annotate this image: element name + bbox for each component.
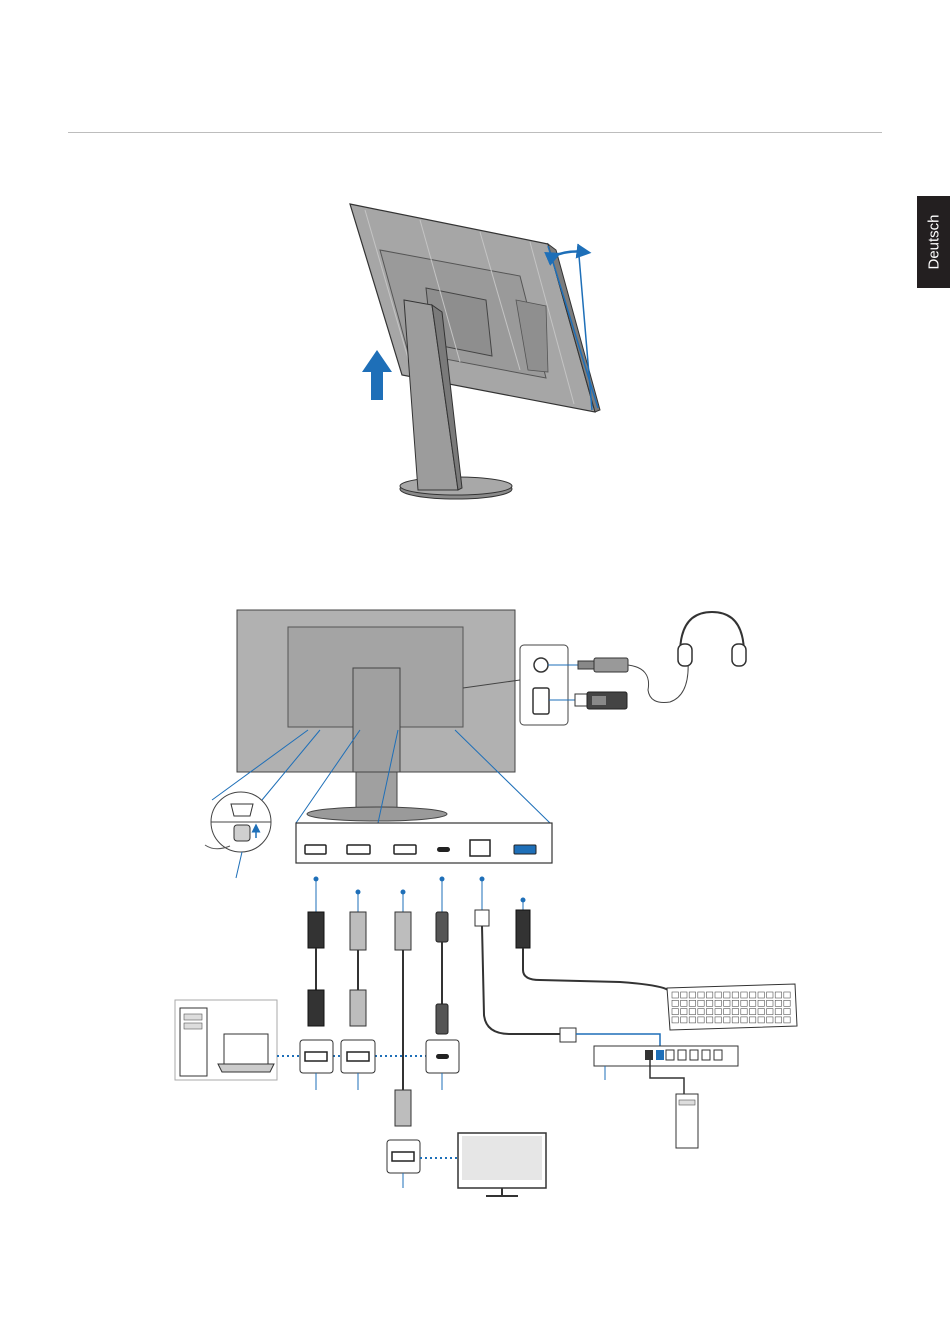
keyboard-key bbox=[715, 1017, 721, 1023]
network-pc-tower-icon bbox=[676, 1094, 698, 1148]
keyboard-key bbox=[767, 1017, 773, 1023]
keyboard-key bbox=[715, 1000, 721, 1006]
keyboard-key bbox=[689, 1017, 695, 1023]
source-devices-box bbox=[175, 1000, 277, 1080]
cable-leaders bbox=[314, 877, 525, 912]
cable-connection-figure bbox=[175, 610, 797, 1196]
keyboard-key bbox=[758, 992, 764, 998]
keyboard-key bbox=[689, 1000, 695, 1006]
hdmi-cable-icon bbox=[308, 912, 324, 1026]
usb-c-port-icon bbox=[437, 847, 450, 852]
keyboard-key bbox=[749, 1000, 755, 1006]
keyboard-key bbox=[715, 992, 721, 998]
keyboard-key bbox=[706, 992, 712, 998]
keyboard-key bbox=[689, 1009, 695, 1015]
keyboard-key bbox=[775, 1017, 781, 1023]
keyboard-key bbox=[689, 992, 695, 998]
keyboard-key bbox=[767, 992, 773, 998]
pc-tower-icon bbox=[180, 1008, 207, 1076]
laptop-icon bbox=[218, 1034, 274, 1072]
source-port-leaders bbox=[316, 1073, 442, 1090]
displayport-out-icon bbox=[394, 845, 416, 854]
keyboard-key bbox=[681, 1000, 687, 1006]
headphone-jack-icon bbox=[534, 658, 548, 672]
keyboard-key bbox=[706, 1009, 712, 1015]
keyboard-key bbox=[724, 1000, 730, 1006]
network-switch-icon bbox=[594, 1046, 738, 1066]
keyboard-key bbox=[706, 1017, 712, 1023]
keyboard-key bbox=[715, 1009, 721, 1015]
keyboard-key bbox=[672, 1000, 678, 1006]
usb-a-port-icon bbox=[514, 845, 536, 854]
headphones-icon bbox=[678, 612, 746, 666]
usb-c-cable-icon bbox=[436, 912, 448, 1034]
displayport-chain-cable-icon bbox=[395, 912, 411, 1126]
keyboard-key bbox=[741, 992, 747, 998]
keyboard-key bbox=[672, 1009, 678, 1015]
keyboard-key bbox=[749, 992, 755, 998]
keyboard-key bbox=[698, 992, 704, 998]
keyboard-key bbox=[741, 1009, 747, 1015]
keyboard-key bbox=[732, 1000, 738, 1006]
keyboard-key bbox=[724, 1009, 730, 1015]
keyboard-key bbox=[698, 1017, 704, 1023]
monitor-back-icon bbox=[237, 610, 515, 821]
lan-port-icon bbox=[470, 840, 490, 856]
keyboard-key bbox=[698, 1009, 704, 1015]
keyboard-key bbox=[784, 992, 790, 998]
usb-side-port-icon bbox=[533, 688, 549, 714]
displayport-in-icon bbox=[347, 845, 370, 854]
keyboard-key bbox=[732, 992, 738, 998]
keyboard-key bbox=[758, 1000, 764, 1006]
keyboard-key bbox=[732, 1017, 738, 1023]
keyboard-key bbox=[706, 1000, 712, 1006]
port-panel bbox=[296, 823, 552, 863]
keyboard-key bbox=[741, 1017, 747, 1023]
keyboard-key bbox=[758, 1017, 764, 1023]
lift-arrow-icon bbox=[362, 350, 392, 400]
keyboard-key bbox=[681, 1009, 687, 1015]
keyboard-key bbox=[698, 1000, 704, 1006]
keyboard-key bbox=[672, 1017, 678, 1023]
usb-a-cable-icon bbox=[516, 910, 668, 990]
usb-stick-icon bbox=[575, 692, 627, 709]
keyboard-key bbox=[784, 1009, 790, 1015]
keyboard-key bbox=[775, 992, 781, 998]
keyboard-key bbox=[681, 992, 687, 998]
keyboard-key bbox=[758, 1009, 764, 1015]
keyboard-key bbox=[775, 1000, 781, 1006]
keyboard-key bbox=[767, 1000, 773, 1006]
keyboard-key bbox=[741, 1000, 747, 1006]
keyboard-key bbox=[784, 1000, 790, 1006]
side-ports-box bbox=[520, 645, 578, 725]
keyboard-key bbox=[681, 1017, 687, 1023]
keyboard-key bbox=[724, 1017, 730, 1023]
keyboard-key bbox=[775, 1009, 781, 1015]
keyboard-key bbox=[749, 1009, 755, 1015]
power-inlet-icon bbox=[205, 792, 271, 852]
monitor-tilt-figure bbox=[350, 204, 600, 499]
displayport-cable-icon bbox=[350, 912, 366, 1026]
keyboard-key bbox=[749, 1017, 755, 1023]
hdmi-port-icon bbox=[305, 845, 326, 854]
keyboard-key bbox=[784, 1017, 790, 1023]
keyboard-key bbox=[767, 1009, 773, 1015]
monitor-rear-icon bbox=[350, 204, 600, 412]
keyboard-key bbox=[724, 992, 730, 998]
keyboard-key bbox=[732, 1009, 738, 1015]
keyboard-key bbox=[672, 992, 678, 998]
second-monitor-icon bbox=[458, 1133, 546, 1196]
